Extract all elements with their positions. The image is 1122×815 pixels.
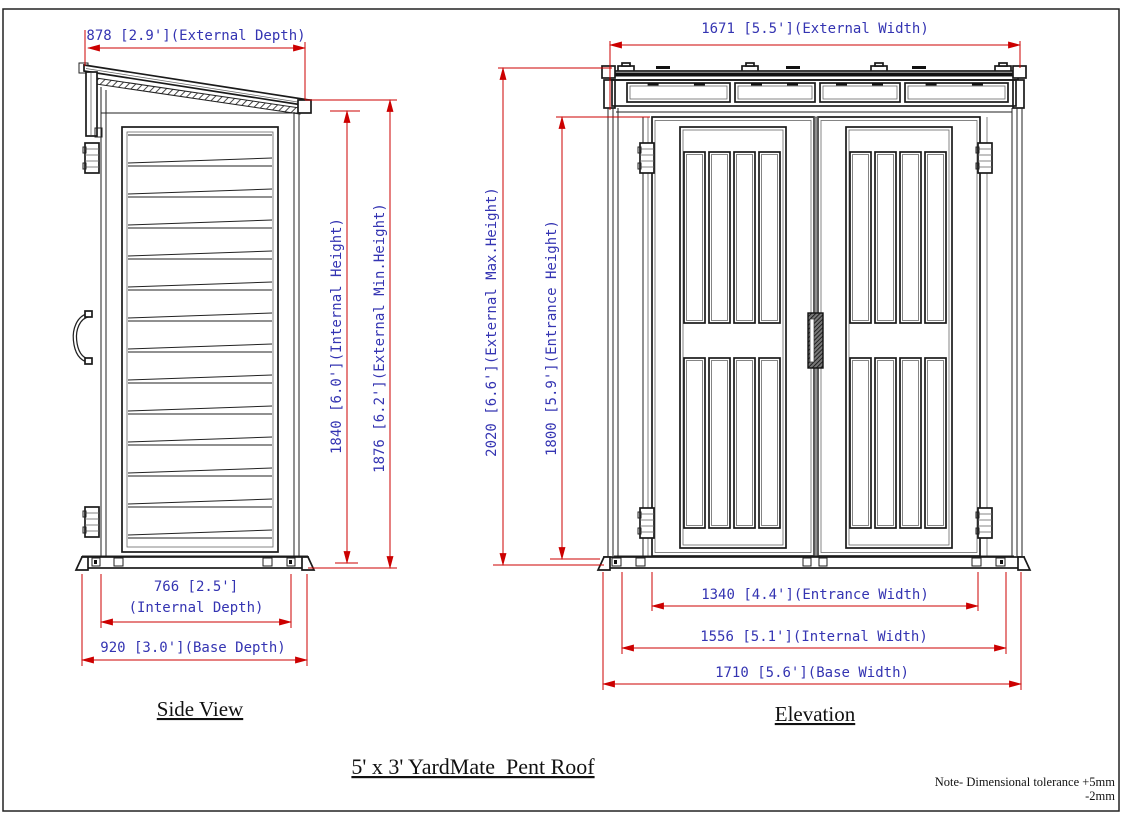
- dim-internal-depth-label: (Internal Depth): [129, 600, 264, 616]
- dim-base-width-text: 1710 [5.6'](Base Width): [715, 665, 909, 681]
- dim-entrance-width-text: 1340 [4.4'](Entrance Width): [701, 587, 929, 603]
- door-centre-latch: [807, 116, 824, 557]
- dim-external-width: 1671 [5.5'](External Width): [608, 21, 1022, 110]
- transom-band: [611, 79, 1017, 113]
- dim-internal-depth-value: 766 [2.5']: [154, 579, 238, 595]
- dim-entrance-height: 1800 [5.9'](Entrance Height): [544, 115, 650, 561]
- dimensions: 878 [2.9'](External Depth) 1840 [6.0'](I…: [80, 21, 1023, 690]
- dim-external-max-height-text: 2020 [6.6'](External Max.Height): [484, 187, 500, 457]
- side-roof: [78, 62, 312, 138]
- labels: Side View Elevation 5' x 3' YardMate Pen…: [157, 697, 1115, 803]
- drawing-title: 5' x 3' YardMate Pent Roof: [351, 754, 595, 779]
- dim-internal-depth: 766 [2.5'] (Internal Depth): [99, 574, 293, 628]
- dim-base-width: 1710 [5.6'](Base Width): [601, 572, 1023, 690]
- elevation-label: Elevation: [775, 702, 856, 726]
- dim-external-min-height-text: 1876 [6.2'](External Min.Height): [372, 203, 388, 473]
- side-hinges: [82, 142, 100, 538]
- dim-entrance-height-text: 1800 [5.9'](Entrance Height): [544, 220, 560, 456]
- dim-internal-height: 1840 [6.0'](Internal Height): [329, 109, 360, 565]
- elevation-drawing: [596, 62, 1032, 571]
- dim-internal-width-text: 1556 [5.1'](Internal Width): [700, 629, 928, 645]
- dim-external-width-text: 1671 [5.5'](External Width): [701, 21, 929, 37]
- dim-entrance-width: 1340 [4.4'](Entrance Width): [650, 572, 980, 611]
- dim-base-depth-text: 920 [3.0'](Base Depth): [100, 640, 285, 656]
- transom-windows: [626, 82, 1009, 103]
- elevation-base: [596, 555, 1032, 571]
- side-view-label: Side View: [157, 697, 244, 721]
- side-door-handle: [72, 310, 93, 365]
- side-view-drawing: [72, 62, 316, 571]
- dim-internal-width: 1556 [5.1'](Internal Width): [620, 572, 1008, 654]
- tolerance-note-line2: -2mm: [1085, 789, 1115, 803]
- dim-base-depth: 920 [3.0'](Base Depth): [80, 574, 309, 666]
- door-right: [817, 116, 993, 557]
- dim-external-min-height: 1876 [6.2'](External Min.Height): [305, 98, 397, 570]
- dim-external-depth-text: 878 [2.9'](External Depth): [86, 28, 305, 44]
- dim-internal-height-text: 1840 [6.0'](Internal Height): [329, 218, 345, 454]
- door-left: [637, 116, 815, 557]
- dim-external-max-height: 2020 [6.6'](External Max.Height): [484, 66, 612, 567]
- tolerance-note-line1: Note- Dimensional tolerance +5mm: [935, 775, 1116, 789]
- louver-slats: [127, 134, 273, 539]
- side-base: [74, 555, 316, 571]
- dim-external-depth: 878 [2.9'](External Depth): [84, 28, 307, 100]
- side-louver-panel: [121, 126, 279, 553]
- side-wall: [100, 87, 300, 556]
